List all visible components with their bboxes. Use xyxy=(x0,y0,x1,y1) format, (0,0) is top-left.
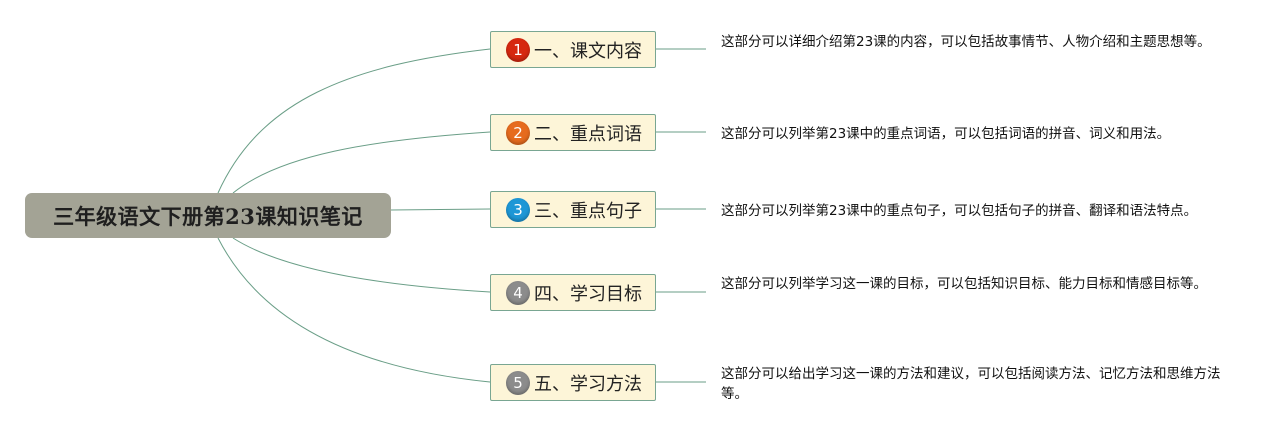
number-badge-4-icon: 4 xyxy=(506,280,530,305)
number-badge-1-icon: 1 xyxy=(506,37,530,62)
branch-topic-2-label: 二、重点词语 xyxy=(534,123,642,145)
branch-topic-4-label: 四、学习目标 xyxy=(534,283,642,305)
branch-topic-5-label: 五、学习方法 xyxy=(534,373,642,395)
branch-note-2: 这部分可以列举第23课中的重点词语，可以包括词语的拼音、词义和用法。 xyxy=(721,126,1171,142)
branch-topic-3[interactable]: 3 三、重点句子 xyxy=(490,191,656,228)
branch-topic-1-label: 一、课文内容 xyxy=(534,40,642,62)
root-topic[interactable]: 三年级语文下册第23课知识笔记 xyxy=(25,193,391,238)
branch-note-1: 这部分可以详细介绍第23课的内容，可以包括故事情节、人物介绍和主题思想等。 xyxy=(721,34,1211,50)
connector-root-branch-4 xyxy=(232,237,491,293)
number-badge-2-icon: 2 xyxy=(506,120,530,145)
connector-root-branch-1 xyxy=(217,48,491,194)
root-topic-label: 三年级语文下册第23课知识笔记 xyxy=(53,203,363,229)
number-badge-5-icon: 5 xyxy=(506,370,530,395)
branch-topic-4[interactable]: 4 四、学习目标 xyxy=(490,274,656,311)
number-badge-3-icon: 3 xyxy=(506,197,530,222)
branch-topic-5[interactable]: 5 五、学习方法 xyxy=(490,364,656,401)
branch-topic-1[interactable]: 1 一、课文内容 xyxy=(490,31,656,68)
branch-topic-2[interactable]: 2 二、重点词语 xyxy=(490,114,656,151)
branch-note-4: 这部分可以列举学习这一课的目标，可以包括知识目标、能力目标和情感目标等。 xyxy=(721,276,1207,292)
branch-note-3: 这部分可以列举第23课中的重点句子，可以包括句子的拼音、翻译和语法特点。 xyxy=(721,203,1198,219)
connector-root-branch-2 xyxy=(232,131,491,194)
branch-note-5: 这部分可以给出学习这一课的方法和建议，可以包括阅读方法、记忆方法和思维方法等。 xyxy=(721,366,1221,402)
branch-topic-3-label: 三、重点句子 xyxy=(534,200,642,222)
connector-root-branch-5 xyxy=(217,237,491,383)
connector-root-branch-3 xyxy=(390,208,491,211)
